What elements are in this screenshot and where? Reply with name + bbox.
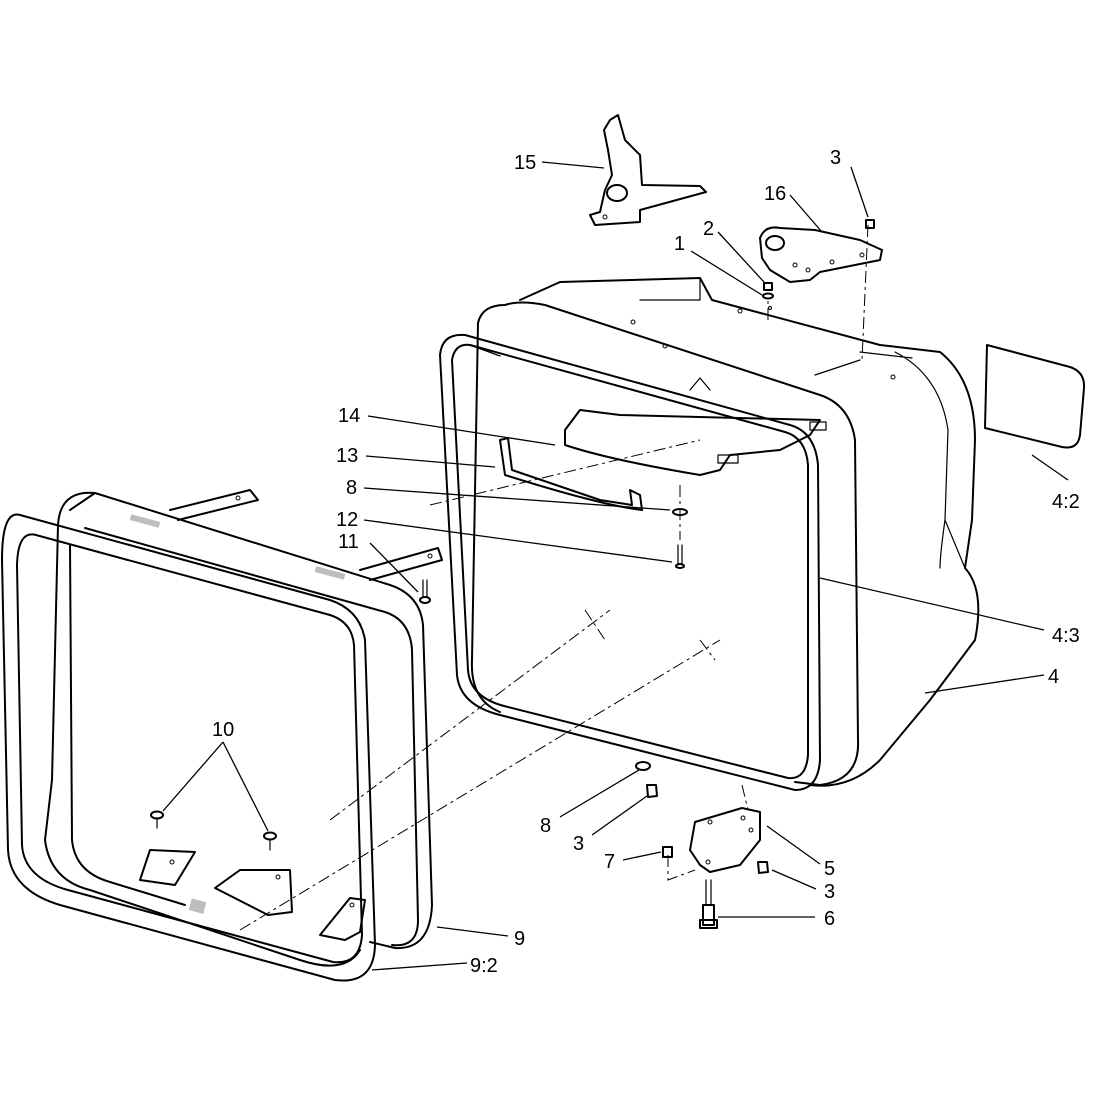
bracket-part-14 xyxy=(564,377,827,476)
leader-lines xyxy=(162,161,1069,971)
callout-16: 16 xyxy=(764,183,786,205)
callout-4: 4 xyxy=(1048,666,1059,688)
callout-4-3: 4:3 xyxy=(1052,625,1080,647)
nut-part-2 xyxy=(763,282,773,291)
callout-11: 11 xyxy=(338,531,359,553)
callout-5: 5 xyxy=(824,858,835,880)
rivet-part-10-left xyxy=(150,810,164,829)
callout-2: 2 xyxy=(703,218,714,240)
door-frame-part-9 xyxy=(1,491,433,982)
seal-ring-part-4-3 xyxy=(439,301,860,791)
callout-4-2: 4:2 xyxy=(1052,491,1080,513)
callout-10: 10 xyxy=(212,719,234,741)
callout-9: 9 xyxy=(514,928,525,950)
nut-part-3-top xyxy=(865,219,875,229)
door-arm-upper xyxy=(169,489,443,581)
callout-12: 12 xyxy=(336,509,358,531)
assembly-axis-lines xyxy=(239,224,869,931)
washer-part-1 xyxy=(762,292,774,300)
callout-1: 1 xyxy=(674,233,685,255)
latch-plate-part-5 xyxy=(689,807,761,873)
screw-part-12 xyxy=(675,544,685,569)
latch-pin-part-6 xyxy=(699,879,718,929)
housing-body-part-4 xyxy=(519,277,980,787)
callout-6: 6 xyxy=(824,908,835,930)
nut-part-3-lower-b xyxy=(757,861,769,874)
hinge-part-16 xyxy=(759,226,883,283)
callout-8-upper: 8 xyxy=(346,477,357,499)
callout-9-2: 9:2 xyxy=(470,955,498,977)
callout-8-lower: 8 xyxy=(540,815,551,837)
rivet-part-10-right xyxy=(263,831,277,851)
hinge-part-15 xyxy=(589,114,707,226)
nut-part-7 xyxy=(662,846,673,858)
callout-7: 7 xyxy=(604,851,615,873)
door-bracket-right xyxy=(319,897,366,941)
callout-15: 15 xyxy=(514,152,536,174)
callout-labels: 15 16 3 2 1 4:2 14 13 8 12 11 4:3 4 10 8… xyxy=(212,147,1080,977)
callout-3-lower-a: 3 xyxy=(573,833,584,855)
callout-3-top: 3 xyxy=(830,147,841,169)
callout-13: 13 xyxy=(336,445,358,467)
door-bracket-left xyxy=(139,849,196,886)
screw-part-11 xyxy=(419,579,431,604)
washer-part-8-lower xyxy=(635,761,651,771)
callout-3-lower-b: 3 xyxy=(824,881,835,903)
door-bracket-center xyxy=(214,869,293,916)
decal-part-4-2 xyxy=(984,344,1086,449)
nut-part-3-lower-a xyxy=(646,784,658,798)
callout-14: 14 xyxy=(338,405,360,427)
